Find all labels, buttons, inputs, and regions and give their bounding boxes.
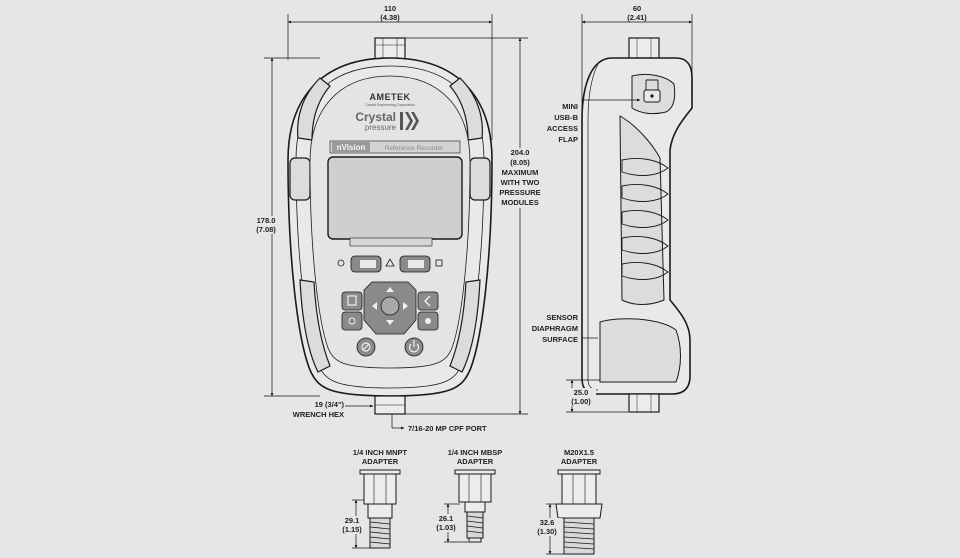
front-height-dimension: 178.0 (7.08): [246, 216, 286, 234]
product-name: nVision: [337, 143, 366, 152]
brand-ametek: AMETEK: [370, 92, 411, 102]
triangle-icon: [385, 258, 395, 267]
adapter-mnpt-dimension: 29.1 (1.15): [338, 516, 366, 534]
product-badge: [332, 142, 370, 152]
wrench-hex-label: 19 (3/4") WRENCH HEX: [292, 400, 344, 419]
adapter-mbsp-title: 1/4 INCH MBSP ADAPTER: [447, 448, 503, 466]
side-width-dimension: 60 (2.41): [627, 4, 647, 22]
grip-ribs: [621, 157, 669, 280]
screen-lower-band: [349, 237, 433, 247]
home-button: [341, 291, 363, 311]
sensor-dimension: 25.0 (1.00): [566, 388, 596, 406]
down-arrow-icon: [386, 320, 394, 325]
back-button: [417, 291, 439, 311]
adapter-m20-title: M20X1.5 ADAPTER: [560, 448, 598, 466]
left-arrow-icon: [372, 302, 377, 310]
sun-icon: [348, 317, 356, 325]
top-connector: [374, 37, 406, 61]
adapter-mnpt-title: 1/4 INCH MNPT ADAPTER: [352, 448, 408, 466]
left-grip-lower: [299, 279, 331, 373]
indicator-left: [337, 259, 345, 267]
left-grip-upper: [297, 77, 331, 141]
side-lower-bulge: [599, 318, 681, 383]
logo-crystal: Crystal: [355, 110, 396, 124]
crystal-logo-icon: [400, 112, 419, 130]
adapter-mnpt: [352, 469, 401, 549]
usb-flap-label: MINI USB-B ACCESS FLAP: [546, 102, 578, 144]
adapter-mbsp: [444, 469, 496, 543]
enter-button: [380, 296, 400, 316]
front-width-dimension: 110 (4.38): [380, 4, 400, 22]
right-arrow-icon: [403, 302, 408, 310]
chevron-left-icon: [424, 295, 431, 307]
adapter-m20: [546, 469, 603, 555]
right-grip-upper: [449, 77, 483, 141]
side-top-connector: [628, 37, 660, 61]
power-icon: [408, 343, 420, 353]
adapter-mbsp-dimension: 26.1 (1.03): [432, 514, 460, 532]
side-dimensions: [566, 14, 693, 413]
max-height-dimension: 204.0 (8.05) MAXIMUM WITH TWO PRESSURE M…: [494, 148, 546, 208]
side-bottom-port: [628, 393, 660, 413]
port-label: 7/16-20 MP CPF PORT: [408, 424, 487, 433]
lcd-screen: [327, 156, 463, 240]
front-dimensions: [264, 14, 528, 430]
left-grip-mid: [289, 157, 311, 201]
record-dot-icon: [425, 318, 431, 324]
sensor-diaphragm-label: SENSOR DIAPHRAGM SURFACE: [531, 313, 578, 344]
indicator-right: [435, 259, 443, 267]
adapter-m20-dimension: 32.6 (1.30): [532, 518, 562, 536]
sun-button: [341, 311, 363, 331]
brand-subline: Crystal Engineering Corporation: [365, 103, 415, 107]
side-view: [581, 37, 693, 413]
front-view: [287, 37, 493, 415]
product-subtitle: Reference Recorder: [385, 145, 444, 152]
logo-pressure: pressure: [365, 123, 397, 132]
up-arrow-icon: [386, 287, 394, 292]
right-grip-lower: [449, 279, 481, 373]
right-grip-mid: [469, 157, 491, 201]
